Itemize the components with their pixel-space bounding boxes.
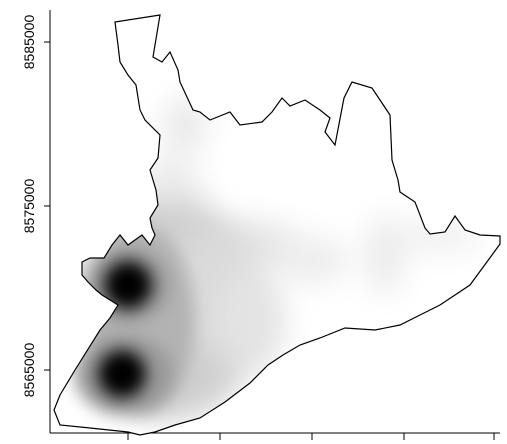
y-tick-label-1: 8575000 bbox=[21, 179, 37, 234]
y-tick-label-2: 8585000 bbox=[21, 15, 37, 70]
x-axis-ticks bbox=[127, 433, 495, 440]
y-tick-label-0: 8565000 bbox=[21, 343, 37, 398]
region-boundary bbox=[53, 14, 501, 436]
low-density-haze bbox=[135, 97, 480, 295]
lower-west-hotspot bbox=[98, 350, 146, 398]
upper-west-hotspot bbox=[104, 261, 152, 309]
y-axis-ticks: 8565000 8575000 8585000 bbox=[21, 15, 50, 398]
